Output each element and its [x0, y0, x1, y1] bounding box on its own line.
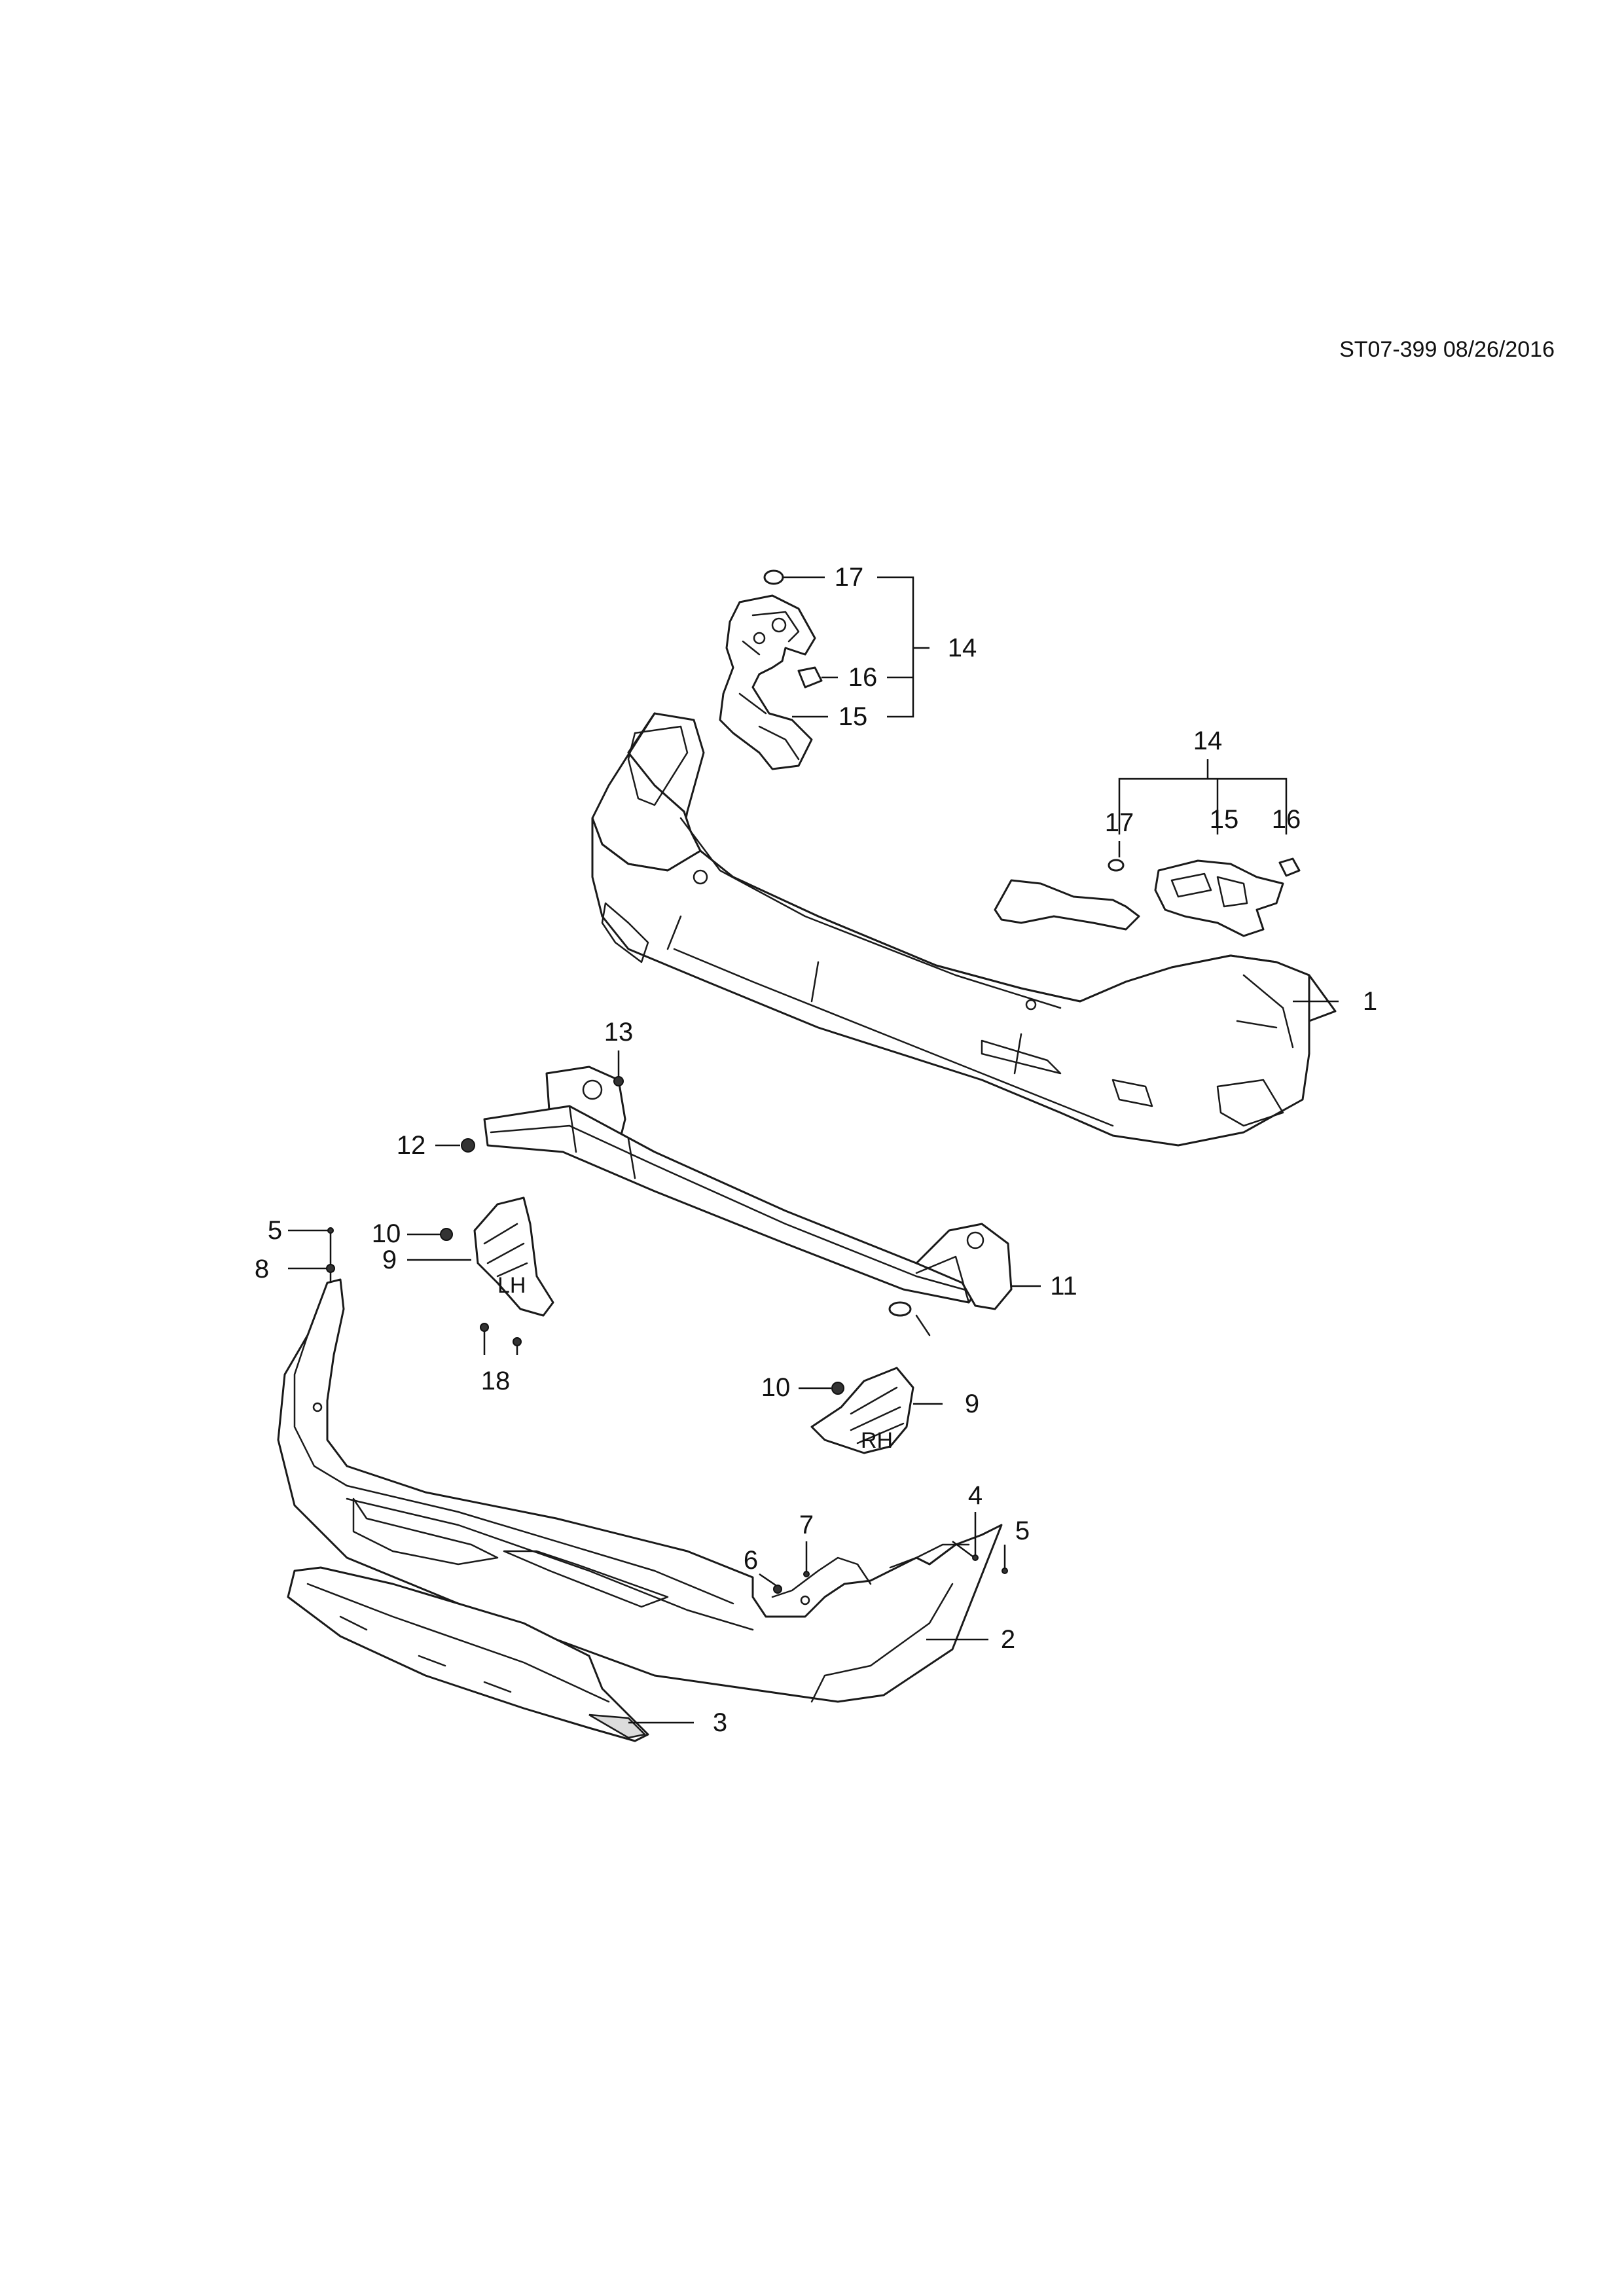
- callout-16-right: 16: [1272, 805, 1301, 834]
- callout-5-right: 5: [1015, 1516, 1030, 1545]
- bolt-10-right: [831, 1382, 844, 1395]
- callout-14-right: 14: [1193, 726, 1223, 755]
- clip-18-a: [480, 1323, 489, 1332]
- clip-17-left: [763, 569, 784, 585]
- callout-11: 11: [1050, 1272, 1077, 1300]
- bracket-15-left: [719, 594, 816, 770]
- impact-bar-right-mount: [915, 1223, 1013, 1310]
- callout-12: 12: [397, 1131, 426, 1160]
- callout-13: 13: [604, 1018, 634, 1047]
- callout-18: 18: [481, 1367, 511, 1395]
- callout-7: 7: [799, 1511, 814, 1539]
- bracket-9-left: LH 10 9 18: [372, 1196, 554, 1395]
- callout-10-left: 10: [372, 1219, 401, 1248]
- callout-10-right: 10: [761, 1373, 791, 1402]
- callout-17-right: 17: [1105, 808, 1134, 837]
- fasteners-4-5-right: 4 5: [952, 1481, 1030, 1574]
- bracket-assembly-right: 14 17 15 16: [994, 726, 1301, 937]
- impact-bar: 11: [483, 1066, 1077, 1336]
- callout-16-left: 16: [848, 663, 878, 692]
- skid-plate-trim: 3: [287, 1566, 727, 1742]
- screw-7: [803, 1571, 810, 1577]
- callout-15-right: 15: [1210, 805, 1239, 834]
- lower-bumper-fascia: 2: [277, 1278, 1015, 1703]
- bracket-9-right: RH 10 9: [761, 1367, 979, 1454]
- callout-1-group: 1: [1293, 987, 1377, 1016]
- clip-6: [773, 1585, 782, 1594]
- callout-4: 4: [968, 1481, 983, 1510]
- fasteners-6-7: 6 7: [744, 1511, 814, 1594]
- callout-9-left: 9: [382, 1246, 397, 1274]
- callout-15-left: 15: [839, 702, 868, 731]
- callout-5-left: 5: [268, 1216, 282, 1245]
- bracket-15-right: [1154, 859, 1284, 937]
- clip-4: [972, 1554, 979, 1561]
- clip-17-right: [1108, 859, 1125, 872]
- upper-bumper-fascia: [591, 712, 1337, 1147]
- clip-18-b: [513, 1337, 522, 1346]
- callout-3: 3: [713, 1708, 727, 1737]
- callout-14-left: 14: [948, 634, 977, 662]
- bracket-17-right-pin: [994, 879, 1140, 931]
- clip-16-right: [1278, 857, 1301, 877]
- bolt-13: 13: [604, 1018, 634, 1086]
- callout-8: 8: [255, 1255, 269, 1283]
- bracket-assembly-left: 17 16 15 14: [719, 563, 977, 770]
- callout-17-left: 17: [835, 563, 864, 592]
- callout-1: 1: [1363, 987, 1377, 1016]
- callout-2: 2: [1001, 1625, 1015, 1654]
- nut-12: 12: [397, 1131, 475, 1160]
- callout-6: 6: [744, 1546, 758, 1575]
- callout-9-right: 9: [965, 1390, 979, 1418]
- clip-16-left: [797, 666, 823, 689]
- clip-8: [326, 1264, 335, 1273]
- document-code-date: ST07-399 08/26/2016: [1339, 337, 1555, 362]
- lh-mark: LH: [497, 1273, 526, 1298]
- rh-mark: RH: [861, 1428, 893, 1453]
- fasteners-5-8-left: 5 8: [255, 1216, 335, 1283]
- screw-5-left: [327, 1227, 334, 1234]
- bolt-10-left: [440, 1228, 453, 1241]
- screw-5-right: [1001, 1568, 1008, 1574]
